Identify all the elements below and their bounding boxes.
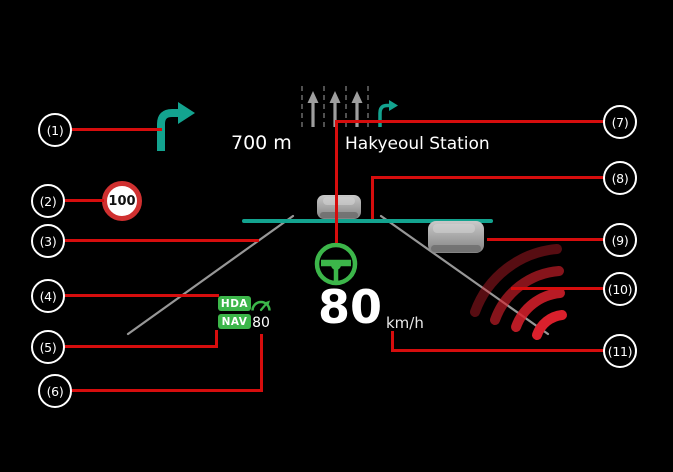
- callout-3: (3): [31, 224, 65, 258]
- callout-2: (2): [31, 184, 65, 218]
- side-vehicle-icon: [428, 221, 484, 253]
- speed-limit-value: 100: [108, 193, 136, 209]
- callout-7: (7): [603, 105, 637, 139]
- speed-value: 80: [318, 280, 383, 334]
- callout-5: (5): [31, 330, 65, 364]
- callout-line-8-drop: [371, 176, 374, 219]
- callout-6: (6): [38, 374, 72, 408]
- callout-line-10: [511, 287, 605, 290]
- callout-line-6-riser: [260, 334, 263, 392]
- lane-divider-dashes: [301, 86, 369, 127]
- turn-arrow-icon: [157, 102, 195, 151]
- callout-10: (10): [603, 272, 637, 306]
- hda-badge: HDA: [218, 296, 251, 311]
- callout-line-1: [70, 128, 162, 131]
- callout-1: (1): [38, 113, 72, 147]
- callout-line-2: [63, 199, 104, 202]
- destination-name: Hakyeoul Station: [345, 134, 490, 154]
- speed-limit-sign: 100: [102, 181, 142, 221]
- collision-warning-waves-icon: [470, 244, 567, 340]
- turn-distance: 700 m: [231, 132, 292, 154]
- steering-wheel-icon: [314, 242, 358, 286]
- callout-line-8: [371, 176, 605, 179]
- callout-line-4: [63, 294, 219, 297]
- callout-line-5: [63, 345, 218, 348]
- set-speed-value: 80: [252, 315, 270, 331]
- callout-9: (9): [603, 223, 637, 257]
- callout-line-7-drop: [335, 120, 338, 243]
- callout-line-9: [487, 238, 605, 241]
- callout-line-5-riser: [215, 330, 218, 348]
- callout-line-6: [70, 389, 263, 392]
- callout-8: (8): [603, 161, 637, 195]
- callout-line-11-riser: [391, 331, 394, 352]
- lead-vehicle-icon: [317, 195, 361, 219]
- nav-badge: NAV: [218, 314, 251, 329]
- set-speed-gauge-icon: [251, 300, 271, 312]
- callout-4: (4): [31, 279, 65, 313]
- callout-line-11: [391, 349, 605, 352]
- speed-unit: km/h: [386, 314, 424, 332]
- turn-lane-arrow-icon: [378, 100, 398, 127]
- callout-line-3: [63, 239, 259, 242]
- callout-line-7: [335, 120, 605, 123]
- callout-11: (11): [603, 334, 637, 368]
